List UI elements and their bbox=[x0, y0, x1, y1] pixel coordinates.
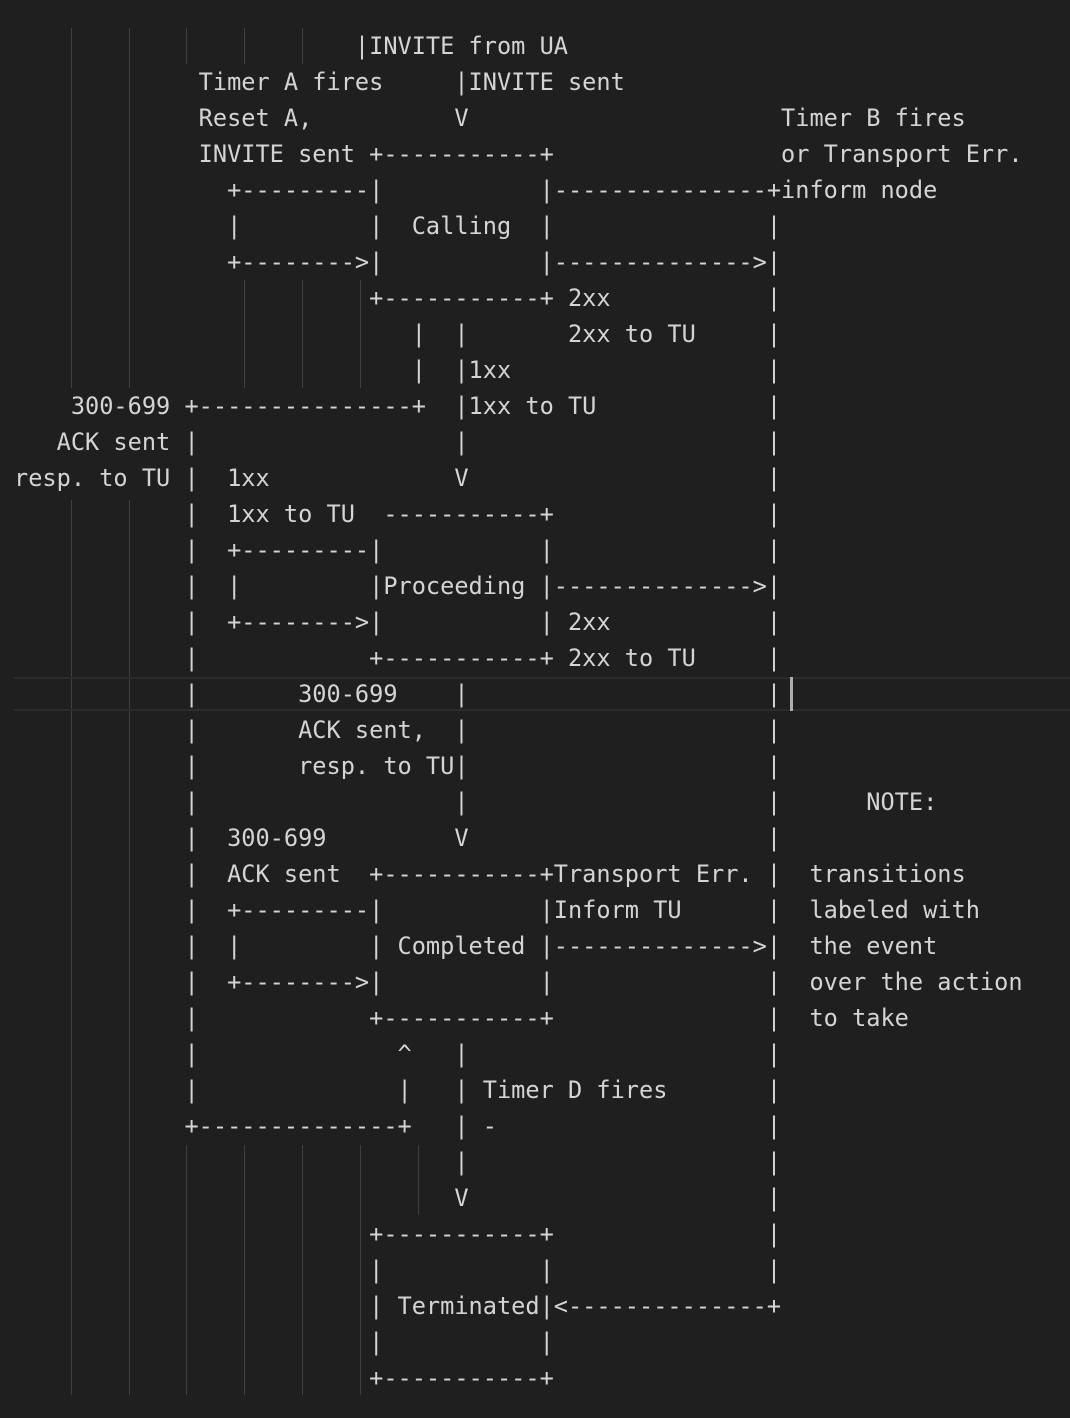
code-line: | 300-699 | | bbox=[14, 680, 782, 708]
code-line: V | bbox=[14, 1184, 782, 1212]
code-line: | +---------| | | bbox=[14, 536, 782, 564]
code-line: | 300-699 V | bbox=[14, 824, 782, 852]
code-line: | |1xx | bbox=[14, 356, 782, 384]
code-line: | | | Completed |-------------->| the ev… bbox=[14, 932, 938, 960]
indent-guide bbox=[418, 1145, 419, 1215]
code-line: +-----------+ 2xx | bbox=[14, 284, 782, 312]
code-line: +--------------+ | - | bbox=[14, 1112, 782, 1140]
text-cursor bbox=[790, 677, 793, 711]
code-line: Reset A, V Timer B fires bbox=[14, 104, 966, 132]
code-line: | +-----------+ 2xx to TU | bbox=[14, 644, 782, 672]
code-line: | resp. to TU| | bbox=[14, 752, 782, 780]
code-line: | ACK sent +-----------+Transport Err. |… bbox=[14, 860, 966, 888]
indent-guide bbox=[129, 500, 130, 1395]
indent-guide bbox=[302, 280, 303, 388]
code-line: | +-----------+ | to take bbox=[14, 1004, 909, 1032]
current-line-highlight bbox=[14, 677, 1070, 711]
indent-guide bbox=[244, 28, 245, 64]
indent-guide bbox=[186, 1145, 187, 1395]
code-line: | | | Timer D fires | bbox=[14, 1076, 782, 1104]
code-line: +-----------+ bbox=[14, 1364, 554, 1392]
code-line: | | | bbox=[14, 1256, 782, 1284]
ascii-state-diagram[interactable]: |INVITE from UA Timer A fires |INVITE se… bbox=[14, 28, 1023, 1396]
code-line: |INVITE from UA bbox=[14, 32, 568, 60]
indent-guide bbox=[186, 28, 187, 64]
indent-guide bbox=[360, 280, 361, 388]
code-line: 300-699 +---------------+ |1xx to TU | bbox=[14, 392, 782, 420]
code-line: +-----------+ | bbox=[14, 1220, 782, 1248]
code-line: | +---------| |Inform TU | labeled with bbox=[14, 896, 980, 924]
code-line: Timer A fires |INVITE sent bbox=[14, 68, 625, 96]
code-line: | Terminated|<--------------+ bbox=[14, 1292, 782, 1320]
indent-guide bbox=[71, 500, 72, 1395]
code-line: +-------->| |-------------->| bbox=[14, 248, 782, 276]
code-line: | +-------->| | | over the action bbox=[14, 968, 1023, 996]
code-line: | | bbox=[14, 1328, 554, 1356]
code-line: | | |Proceeding |-------------->| bbox=[14, 572, 782, 600]
code-line: | | | NOTE: bbox=[14, 788, 938, 816]
code-line: | | bbox=[14, 1148, 782, 1176]
code-line: | +-------->| | 2xx | bbox=[14, 608, 782, 636]
code-line: | 1xx to TU -----------+ | bbox=[14, 500, 782, 528]
indent-guide bbox=[302, 1145, 303, 1395]
indent-guide bbox=[129, 28, 130, 388]
code-line: ACK sent | | | bbox=[14, 428, 782, 456]
code-line: resp. to TU | 1xx V | bbox=[14, 464, 782, 492]
code-line: INVITE sent +-----------+ or Transport E… bbox=[14, 140, 1023, 168]
code-line: | ^ | | bbox=[14, 1040, 782, 1068]
code-line: | | 2xx to TU | bbox=[14, 320, 782, 348]
indent-guide bbox=[244, 1145, 245, 1395]
code-line: | | Calling | | bbox=[14, 212, 782, 240]
code-line: +---------| |---------------+inform node bbox=[14, 176, 938, 204]
indent-guide bbox=[244, 280, 245, 388]
code-line: | ACK sent, | | bbox=[14, 716, 782, 744]
indent-guide bbox=[360, 1145, 361, 1395]
indent-guide bbox=[302, 28, 303, 64]
indent-guide bbox=[71, 28, 72, 388]
